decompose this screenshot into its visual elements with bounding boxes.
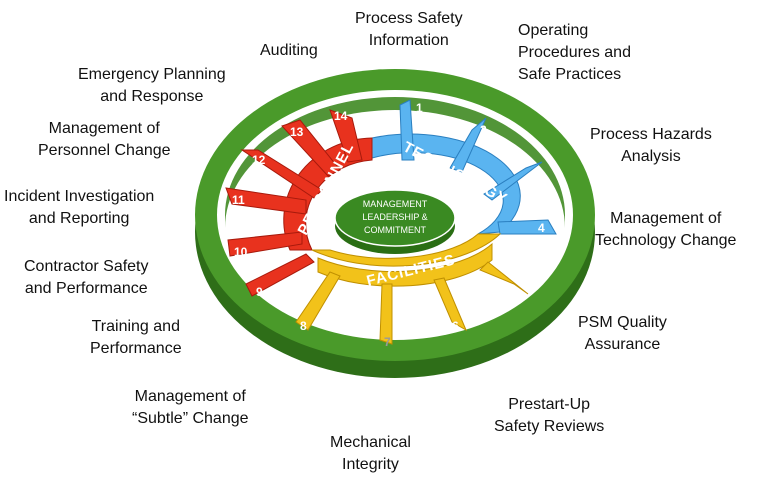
spoke-2-bar [449, 117, 487, 173]
label-line: Mechanical [330, 434, 411, 451]
label-line: Performance [90, 340, 182, 357]
spoke-4-bar [497, 219, 557, 235]
spoke-8-bar [295, 271, 341, 331]
label-line: Emergency Planning [78, 66, 226, 83]
label-operating-procedures: Operating Procedures and Safe Practices [518, 20, 631, 86]
label-emergency-planning: Emergency Planning and Response [78, 64, 226, 108]
label-line: Safety Reviews [494, 418, 605, 435]
spoke-number-5: 5 [508, 287, 515, 301]
label-line: Safe Practices [518, 66, 622, 83]
spoke-5-bar [479, 261, 529, 295]
hub-line-1: MANAGEMENT [363, 199, 428, 209]
spoke-7-bar [379, 283, 393, 345]
label-line: Prestart-Up [508, 396, 591, 413]
spoke-1-bar [399, 99, 415, 161]
label-line: Information [368, 32, 449, 49]
label-training-performance: Training and Performance [90, 316, 182, 360]
spoke-number-12: 12 [252, 153, 266, 167]
label-management-personnel-change: Management of Personnel Change [38, 118, 171, 162]
spoke-number-13: 13 [290, 125, 304, 139]
label-process-safety-information: Process Safety Information [355, 8, 463, 52]
hub-line-3: COMMITMENT [364, 225, 426, 235]
label-prestart-up-safety-reviews: Prestart-Up Safety Reviews [494, 394, 604, 438]
hub-line-2: LEADERSHIP & [362, 212, 427, 222]
spoke-number-4: 4 [538, 221, 545, 235]
spoke-number-8: 8 [300, 319, 307, 333]
label-line: Process Hazards [590, 126, 712, 143]
label-management-technology-change: Management of Technology Change [595, 208, 736, 252]
label-line: Integrity [342, 456, 399, 473]
label-line: Training and [91, 318, 180, 335]
spoke-number-2: 2 [480, 123, 487, 137]
label-mechanical-integrity: Mechanical Integrity [330, 432, 411, 476]
spoke-number-7: 7 [384, 335, 391, 349]
label-line: Management of [134, 388, 246, 405]
label-line: Assurance [584, 336, 661, 353]
spoke-3-bar [483, 161, 543, 201]
label-incident-investigation: Incident Investigation and Reporting [4, 186, 154, 230]
spoke-number-6: 6 [452, 319, 459, 333]
label-line: Contractor Safety [24, 258, 149, 275]
spoke-6-bar [433, 277, 468, 332]
label-line: Personnel Change [38, 142, 171, 159]
label-line: Procedures and [518, 44, 631, 61]
spoke-9-bar [245, 253, 315, 297]
label-line: Process Safety [355, 10, 463, 27]
hub [334, 189, 456, 247]
spoke-number-14: 14 [334, 109, 348, 123]
spoke-11-bar [225, 187, 307, 215]
spoke-10-bar [227, 231, 303, 257]
label-line: Management of [48, 120, 160, 137]
facilities-band-lower [317, 242, 493, 287]
spoke-number-1: 1 [416, 101, 423, 115]
label-line: PSM Quality [578, 314, 667, 331]
label-line: Analysis [621, 148, 681, 165]
label-line: Operating [518, 22, 589, 39]
label-contractor-safety: Contractor Safety and Performance [24, 256, 149, 300]
label-line: and Response [100, 88, 204, 105]
spoke-number-11: 11 [232, 193, 245, 207]
facilities-band [311, 233, 502, 267]
label-auditing: Auditing [260, 40, 318, 62]
spoke-number-3: 3 [530, 169, 537, 183]
label-line: Technology Change [595, 232, 737, 249]
label-line: Incident Investigation [4, 188, 155, 205]
spoke-13-bar [281, 119, 341, 177]
spoke-12-bar [240, 149, 323, 199]
label-line: Management of [610, 210, 722, 227]
spoke-number-10: 10 [234, 245, 248, 259]
label-management-subtle-change: Management of “Subtle” Change [132, 386, 249, 430]
label-line: and Reporting [28, 210, 130, 227]
label-process-hazards-analysis: Process Hazards Analysis [590, 124, 712, 168]
label-psm-quality-assurance: PSM Quality Assurance [578, 312, 667, 356]
label-line: “Subtle” Change [132, 410, 249, 427]
spoke-14-bar [329, 109, 363, 163]
label-line: and Performance [24, 280, 148, 297]
label-line: Auditing [260, 42, 318, 59]
spoke-number-9: 9 [256, 285, 263, 299]
